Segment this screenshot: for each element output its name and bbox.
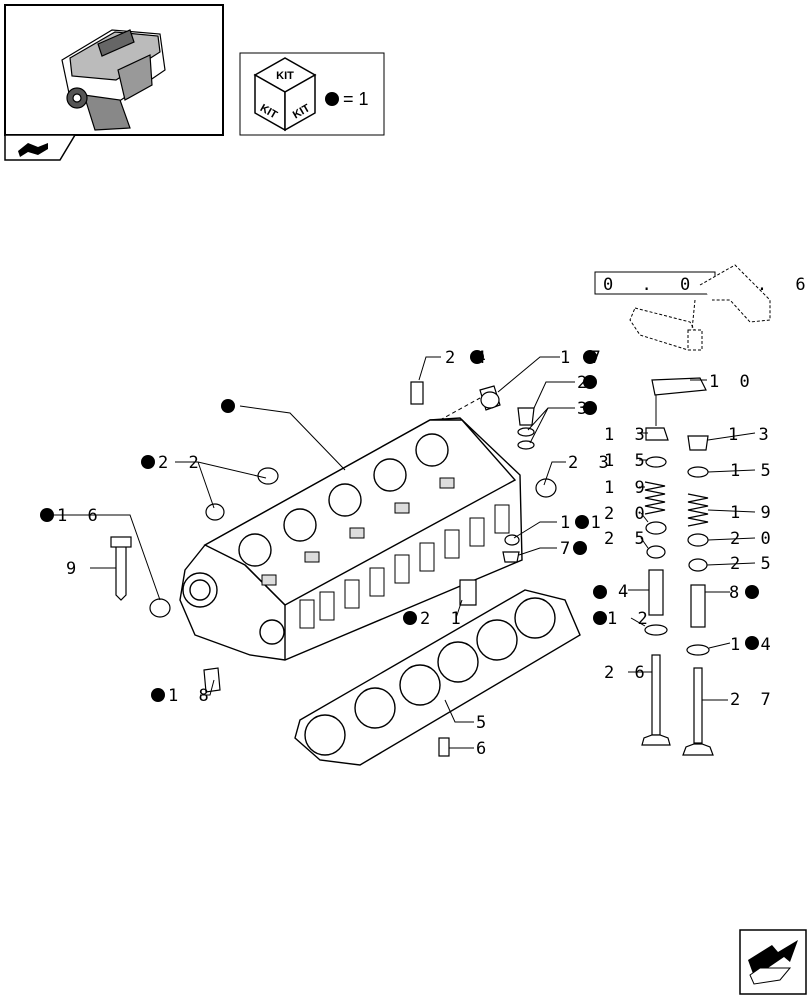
kit-marker-dot bbox=[325, 92, 339, 106]
label-9: 9 bbox=[66, 559, 81, 579]
intake-valve-26[interactable] bbox=[641, 654, 671, 746]
label-26: 2 6 bbox=[604, 663, 650, 683]
o-ring-3b[interactable] bbox=[517, 440, 535, 450]
label-19-right: 1 9 bbox=[730, 503, 776, 523]
kit-bullets bbox=[40, 350, 759, 702]
rocker-bridge-10[interactable] bbox=[651, 377, 707, 396]
label-6: 6 bbox=[476, 739, 491, 759]
valve-guide-8[interactable] bbox=[690, 584, 706, 628]
nut-7[interactable] bbox=[502, 551, 520, 563]
spring-cap-15a[interactable] bbox=[645, 456, 667, 468]
label-19-left: 1 9 bbox=[604, 478, 650, 498]
next-page-arrow-icon[interactable] bbox=[739, 929, 807, 995]
label-11: 1 1 bbox=[560, 513, 606, 533]
valve-spring-19b[interactable] bbox=[687, 493, 709, 527]
label-17: 1 7 bbox=[560, 348, 606, 368]
expansion-plug-22b[interactable] bbox=[205, 503, 225, 521]
label-25-right: 2 5 bbox=[730, 554, 776, 574]
valve-cotter-13a[interactable] bbox=[645, 427, 669, 441]
reference-group: 0 . 0 6 . 6 bbox=[594, 264, 806, 351]
valve-spring-19a[interactable] bbox=[644, 481, 666, 515]
label-15-left: 1 5 bbox=[604, 451, 650, 471]
cylinder-head[interactable] bbox=[179, 417, 523, 661]
label-3: 3 bbox=[577, 399, 592, 419]
label-24: 2 4 bbox=[445, 348, 491, 368]
label-21: 2 1 bbox=[420, 609, 466, 629]
leader-lines bbox=[50, 356, 756, 749]
valve-guide-4[interactable] bbox=[648, 569, 664, 616]
sleeve-21[interactable] bbox=[459, 579, 477, 606]
label-4: 4 bbox=[618, 582, 633, 602]
valve-seat-12[interactable] bbox=[644, 624, 668, 636]
injector-sleeve-2[interactable] bbox=[517, 407, 535, 426]
label-8: 8 bbox=[729, 583, 744, 603]
label-5: 5 bbox=[476, 713, 491, 733]
label-15-right: 1 5 bbox=[730, 461, 776, 481]
kit-cube-icon: KIT KIT KIT bbox=[253, 57, 317, 132]
label-20-right: 2 0 bbox=[730, 529, 776, 549]
dowel-sleeve-24[interactable] bbox=[410, 381, 424, 405]
spring-cap-15b[interactable] bbox=[687, 466, 709, 478]
label-13-left: 1 3 bbox=[604, 425, 650, 445]
expansion-plug-22a[interactable] bbox=[257, 467, 279, 485]
label-2: 2 bbox=[577, 373, 592, 393]
label-18: 1 8 bbox=[168, 686, 214, 706]
kit-equals-text: = 1 bbox=[343, 89, 369, 109]
label-10: 1 0 bbox=[709, 372, 755, 392]
label-12: 1 2 bbox=[607, 609, 653, 629]
label-14: 1 4 bbox=[730, 635, 776, 655]
dowel-6[interactable] bbox=[438, 737, 450, 757]
label-27: 2 7 bbox=[730, 690, 776, 710]
head-bolt-9[interactable] bbox=[115, 544, 127, 601]
o-ring-3a[interactable] bbox=[517, 427, 535, 437]
kit-legend-box: KIT KIT KIT = 1 bbox=[239, 52, 385, 136]
label-20-left: 2 0 bbox=[604, 504, 650, 524]
plug-18[interactable] bbox=[203, 667, 221, 693]
valve-cotter-13b[interactable] bbox=[687, 435, 709, 451]
head-gasket[interactable] bbox=[294, 589, 581, 766]
rocker-shaft-ghost bbox=[629, 264, 771, 351]
rotator-25a[interactable] bbox=[646, 545, 666, 559]
label-13-right: 1 3 bbox=[728, 425, 774, 445]
valve-seat-14[interactable] bbox=[686, 644, 710, 656]
expansion-plug-23[interactable] bbox=[535, 478, 557, 498]
engine-thumbnail-icon[interactable] bbox=[4, 4, 224, 136]
label-22: 2 2 bbox=[158, 453, 204, 473]
spring-seat-20b[interactable] bbox=[687, 533, 709, 547]
plug-16[interactable] bbox=[149, 598, 171, 618]
book-nav-icon[interactable] bbox=[4, 134, 77, 161]
rotator-25b[interactable] bbox=[688, 558, 708, 572]
label-23: 2 3 bbox=[568, 453, 614, 473]
spring-seat-20a[interactable] bbox=[645, 521, 667, 535]
kit-top-label: KIT bbox=[276, 70, 294, 82]
label-16: 1 6 bbox=[57, 506, 103, 526]
label-7: 7 bbox=[560, 539, 575, 559]
label-25-left: 2 5 bbox=[604, 529, 650, 549]
exhaust-valve-27[interactable] bbox=[682, 667, 714, 756]
callout-labels: 2 4 1 7 2 3 1 0 1 3 1 3 1 5 1 5 1 9 1 9 … bbox=[57, 348, 776, 759]
